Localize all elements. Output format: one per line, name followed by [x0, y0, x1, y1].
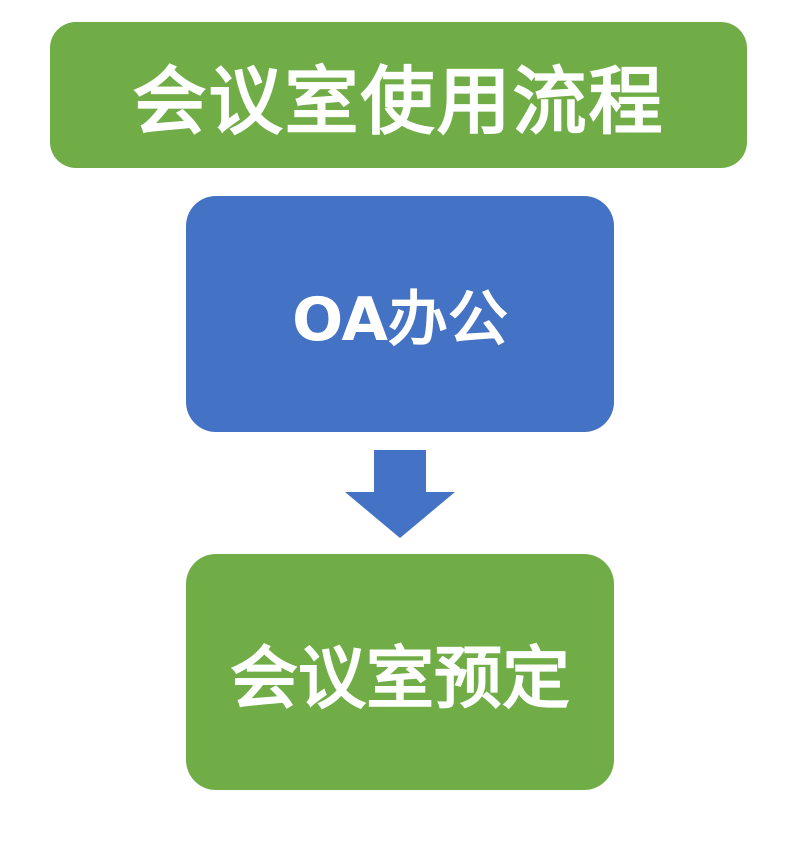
arrow-down-shape: [345, 450, 455, 538]
step-oa-label: OA办公: [292, 284, 508, 355]
step-oa-box: OA办公: [186, 196, 614, 432]
step-booking-label: 会议室预定: [229, 639, 570, 719]
arrow-down-icon: [345, 450, 455, 538]
flow-title-box: 会议室使用流程: [50, 22, 747, 168]
flow-title-text: 会议室使用流程: [132, 58, 665, 145]
step-booking-box: 会议室预定: [186, 554, 614, 790]
